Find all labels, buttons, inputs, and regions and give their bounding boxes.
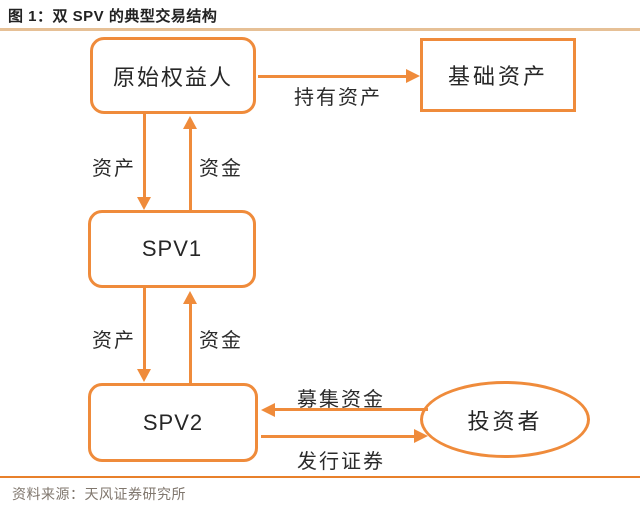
node-spv2-label: SPV2 [142, 409, 204, 435]
node-spv2: SPV2 [88, 383, 258, 462]
edge-label-funds1: 资金 [199, 158, 243, 180]
arrowhead-down-icon [137, 197, 151, 210]
arrow-funds1-line [189, 129, 192, 211]
footer-divider [0, 476, 640, 478]
arrowhead-down-icon [137, 369, 151, 382]
arrowhead-right-icon [406, 69, 420, 83]
figure-title: 图 1：双 SPV 的典型交易结构 [8, 8, 218, 25]
node-originator: 原始权益人 [90, 37, 256, 114]
arrow-funds2-line [189, 304, 192, 384]
node-investors-label: 投资者 [467, 408, 543, 434]
title-divider [0, 28, 640, 31]
node-originator-label: 原始权益人 [112, 64, 233, 90]
edge-label-hold-assets: 持有资产 [294, 87, 382, 109]
node-spv1: SPV1 [88, 210, 256, 288]
node-underlying-asset: 基础资产 [420, 38, 576, 112]
arrow-assets2-line [143, 288, 146, 369]
edge-label-raise-funds: 募集资金 [297, 389, 385, 411]
node-underlying-asset-label: 基础资产 [447, 64, 548, 89]
source-note: 资料来源：天风证券研究所 [12, 486, 186, 502]
arrowhead-up-icon [183, 291, 197, 304]
arrowhead-left-icon [261, 403, 275, 417]
arrow-assets1-line [143, 114, 146, 197]
arrow-hold-assets-line [258, 75, 408, 78]
edge-label-issue-securities: 发行证券 [297, 451, 385, 473]
edge-label-assets1: 资产 [92, 158, 136, 180]
arrow-issue-securities-line [261, 435, 414, 438]
edge-label-funds2: 资金 [199, 330, 243, 352]
arrowhead-up-icon [183, 116, 197, 129]
arrow-raise-funds-line [275, 408, 428, 411]
edge-label-assets2: 资产 [92, 330, 136, 352]
node-spv1-label: SPV1 [141, 236, 203, 261]
node-investors: 投资者 [420, 381, 590, 458]
arrowhead-right-icon [414, 429, 428, 443]
